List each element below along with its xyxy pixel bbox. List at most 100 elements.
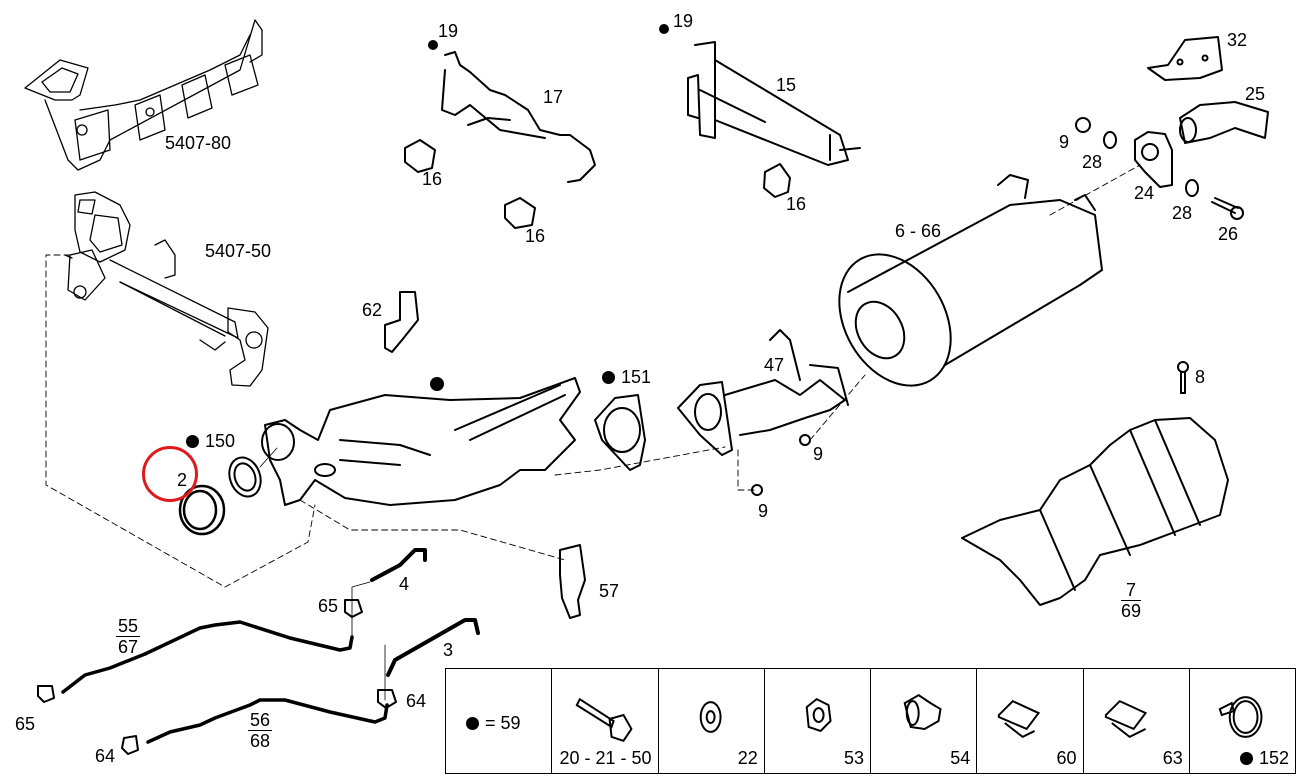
dot-marker (1239, 752, 1253, 765)
callout-26: 26 (1218, 224, 1239, 244)
callout-16: 16 (786, 194, 807, 214)
callout-55-67: 55 67 (116, 616, 141, 657)
legend-label: 152 (1239, 748, 1289, 769)
rubber-mount-16 (404, 139, 791, 229)
egr-cooler-part (64, 191, 269, 387)
legend-dot-key: = 59 (446, 669, 551, 773)
callout-25: 25 (1245, 84, 1266, 104)
gasket-150 (228, 456, 262, 498)
bracket-62-part (384, 291, 419, 353)
pipe-55-67-part (61, 620, 354, 694)
legend-label: 53 (843, 748, 864, 768)
callout-56-68: 56 68 (248, 710, 273, 750)
assembly-leader-lines (45, 164, 1141, 588)
callout-28: 28 (1082, 152, 1103, 172)
legend-label: 54 (950, 748, 971, 768)
fraction-numerator: 7 (1121, 581, 1142, 601)
callout-5407-80: 5407-80 (165, 133, 232, 153)
bracket-17-part (428, 40, 596, 183)
highlight-circle (142, 446, 198, 502)
callout-7-69: 7 69 (1121, 581, 1142, 621)
clip-64-65 (37, 599, 397, 755)
callout-32: 32 (1227, 30, 1248, 50)
hose-3-part (386, 618, 480, 677)
fraction-numerator: 55 (116, 616, 141, 637)
legend-cell-clip-60: 60 (976, 669, 1082, 773)
callout-16: 16 (525, 226, 546, 246)
callout-16: 16 (422, 169, 443, 189)
hose-clamp-icon (1218, 696, 1263, 738)
bolt-26-part (1211, 197, 1244, 220)
dot-marker (602, 371, 615, 384)
hanger-24-part (1134, 131, 1173, 188)
legend-cell-clip-63: 63 (1082, 669, 1189, 773)
dot-marker (466, 717, 479, 730)
bracket-32-part (1147, 36, 1223, 81)
fraction-denominator: 69 (1121, 601, 1142, 621)
muffler-part (838, 174, 1103, 387)
callout-64: 64 (406, 691, 427, 711)
clip-icon (1104, 699, 1147, 739)
callout-65: 65 (15, 714, 36, 734)
callout-19: 19 (673, 11, 694, 31)
legend-dot-equals: = 59 (466, 713, 521, 734)
legend-cell-grommet: 54 (870, 669, 976, 773)
dot-marker (430, 377, 444, 391)
callout-62: 62 (362, 300, 383, 320)
callout-150-text: 150 (205, 431, 236, 451)
callout-24: 24 (1134, 183, 1155, 203)
legend-cell-hose-clamp: 152 (1188, 669, 1295, 773)
callout-47: 47 (764, 355, 785, 375)
callout-57: 57 (599, 581, 620, 601)
tail-pipe-25-part (1179, 101, 1269, 144)
gasket-151 (594, 394, 646, 471)
legend-label-text: 152 (1258, 748, 1289, 768)
callout-9: 9 (1059, 132, 1070, 152)
callout-151: 151 (602, 368, 651, 386)
exhaust-manifold-part (24, 19, 263, 171)
callout-19: 19 (438, 21, 459, 41)
callout-4: 4 (399, 574, 410, 594)
callout-5407-50: 5407-50 (205, 241, 272, 261)
front-pipe-47-part (677, 329, 849, 456)
fraction-numerator: 56 (248, 710, 273, 731)
callout-9: 9 (758, 501, 769, 521)
washer-icon (699, 701, 722, 733)
washer-28 (1103, 131, 1199, 197)
callout-150: 150 (186, 432, 235, 450)
clamp-ring-2 (178, 484, 226, 536)
callout-64: 64 (95, 746, 116, 766)
callout-151-text: 151 (621, 367, 652, 387)
legend-cell-nut: 53 (763, 669, 870, 773)
leader-lines (259, 447, 386, 701)
grommet-icon (903, 694, 942, 730)
nut-9 (751, 117, 1091, 496)
legend-cell-washer: 22 (657, 669, 764, 773)
callout-8: 8 (1195, 367, 1206, 387)
heat-shield-part (961, 417, 1229, 606)
callout-9: 9 (813, 444, 824, 464)
legend-dot-value: = 59 (485, 713, 521, 733)
callout-65: 65 (318, 596, 339, 616)
callout-15: 15 (776, 75, 797, 95)
bracket-57-part (559, 544, 586, 619)
legend-label: 22 (737, 748, 758, 768)
pipe-56-68-part (146, 698, 389, 744)
nut-icon (805, 697, 832, 733)
callout-6-66: 6 - 66 (895, 221, 942, 241)
bolt-8-part (1177, 361, 1189, 394)
hardware-legend: = 59 20 - 21 - 50 22 53 54 60 (445, 668, 1296, 774)
dot-marker (186, 435, 199, 448)
callout-3: 3 (443, 640, 454, 660)
legend-cell-bolt: 20 - 21 - 50 (551, 669, 657, 773)
callout-17: 17 (543, 87, 564, 107)
legend-label: 20 - 21 - 50 (559, 748, 652, 768)
clip-icon (998, 699, 1041, 739)
fraction-denominator: 67 (118, 637, 139, 657)
bolt-icon (575, 697, 633, 743)
legend-label: 60 (1056, 748, 1077, 768)
legend-label: 63 (1162, 748, 1183, 768)
hose-4-part (370, 548, 427, 582)
